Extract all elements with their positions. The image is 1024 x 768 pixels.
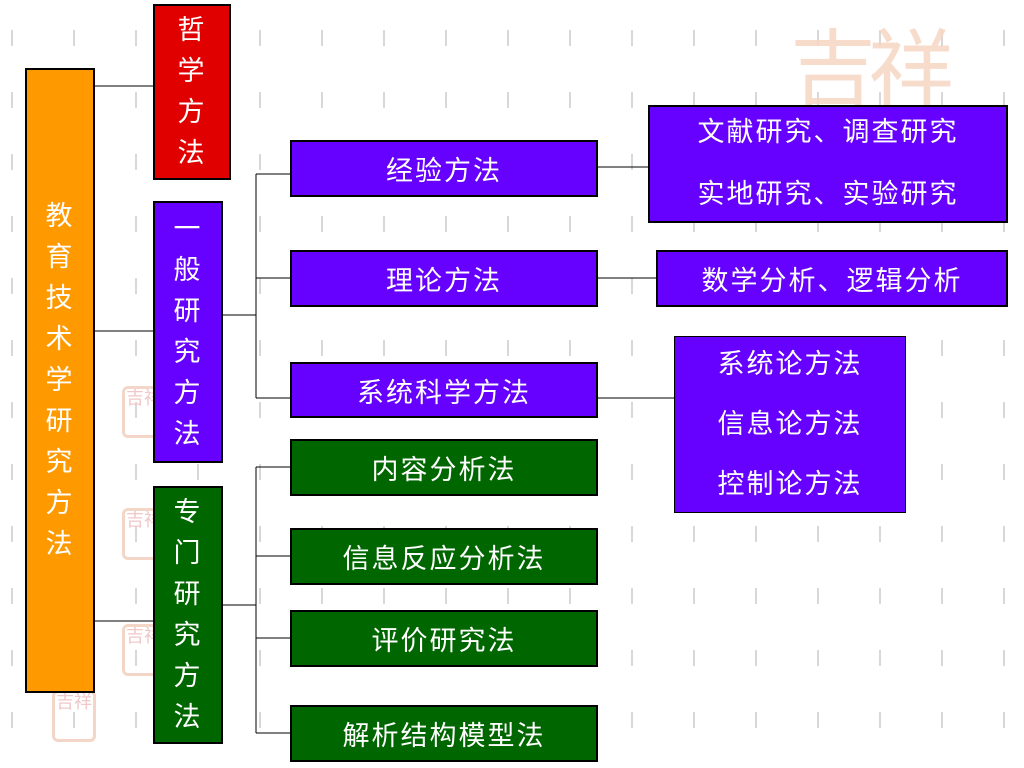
method-label: 理论方法 [386,266,502,297]
method-label: 内容分析法 [371,455,517,486]
detail-line: 文献研究、调查研究 [697,117,959,148]
vertical-char: 术 [45,324,75,355]
vertical-char: 方 [173,378,203,409]
detail-line: 实地研究、实验研究 [697,179,959,210]
method-label: 系统科学方法 [357,377,531,409]
information-response-analysis-box: 信息反应分析法 [290,528,598,585]
vertical-char: 究 [45,447,75,478]
systems-detail-box: 系统论方法 信息论方法 控制论方法 [674,336,906,513]
vertical-char: 育 [45,242,75,273]
method-label: 信息反应分析法 [342,544,546,575]
vertical-char: 技 [45,283,75,314]
vertical-char: 专 [173,497,203,528]
vertical-char: 研 [173,579,203,610]
detail-line: 控制论方法 [717,468,863,500]
vertical-char: 究 [173,620,203,651]
vertical-char: 法 [177,138,207,169]
vertical-char: 哲 [177,15,207,46]
vertical-char: 学 [177,56,207,87]
vertical-char: 究 [173,337,203,368]
method-label: 解析结构模型法 [342,721,546,752]
interpretive-structural-model-box: 解析结构模型法 [290,705,598,762]
evaluation-research-box: 评价研究法 [290,610,598,667]
watermark-logo: 吉祥 [790,21,954,121]
vertical-char: 法 [173,702,203,733]
vertical-char: 研 [45,406,75,437]
vertical-char: 方 [45,488,75,519]
detail-line: 数学分析、逻辑分析 [701,266,963,297]
vertical-char: 学 [45,365,75,396]
vertical-char: 门 [173,538,203,569]
method-empirical-box: 经验方法 [290,140,598,197]
detail-line: 系统论方法 [717,348,863,380]
vertical-char: 般 [173,255,203,286]
method-label: 评价研究法 [371,626,517,657]
vertical-char: 法 [173,419,203,450]
general-method-box: 一般研究方法 [153,201,223,463]
special-method-box: 专门研究方法 [153,486,223,744]
detail-line: 信息论方法 [717,408,863,440]
vertical-char: 一 [173,214,203,245]
method-theoretical-box: 理论方法 [290,250,598,307]
root-node-box: 教育技术学研究方法 [25,68,95,693]
theoretical-detail-box: 数学分析、逻辑分析 [656,250,1008,307]
vertical-char: 教 [45,201,75,232]
vertical-char: 法 [45,529,75,560]
method-label: 经验方法 [386,156,502,187]
method-systems-science-box: 系统科学方法 [290,362,598,418]
philosophy-method-box: 哲学方法 [153,4,231,180]
vertical-char: 研 [173,296,203,327]
vertical-char: 方 [173,661,203,692]
empirical-detail-box: 文献研究、调查研究 实地研究、实验研究 [648,105,1008,223]
vertical-char: 方 [177,97,207,128]
content-analysis-box: 内容分析法 [290,439,598,496]
